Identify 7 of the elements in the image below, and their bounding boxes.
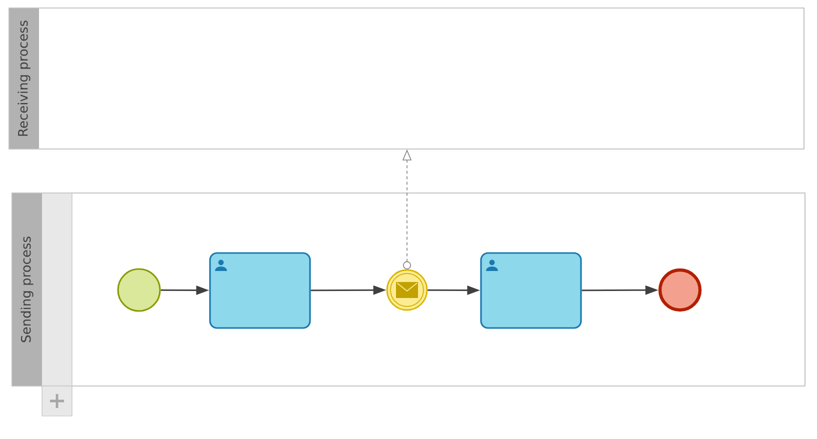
start-event-circle	[117, 268, 161, 312]
task-box	[480, 252, 582, 329]
task-box	[209, 252, 311, 329]
message-event-circle	[386, 269, 428, 311]
end-event-circle	[658, 268, 702, 312]
pool-box: Receiving process	[8, 8, 804, 150]
pool-box: Sending process	[12, 192, 806, 386]
